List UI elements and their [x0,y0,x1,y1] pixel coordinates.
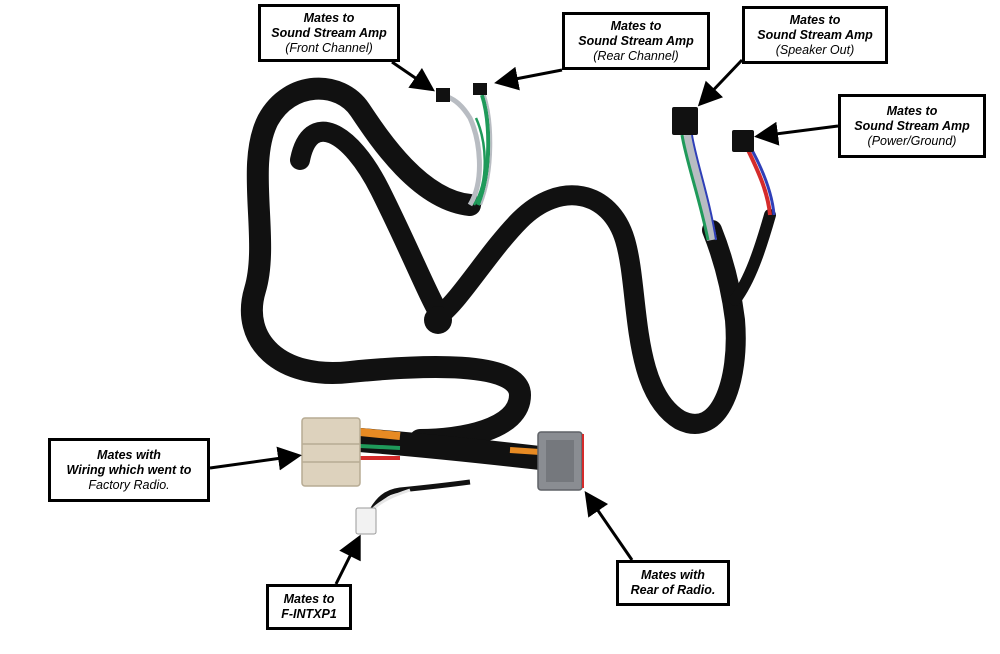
callout-front-channel: Mates to Sound Stream Amp (Front Channel… [258,4,400,62]
harness-loom-main [240,77,532,451]
callout-line: Mates with [97,447,161,462]
arrow-rear-channel [494,66,563,91]
callout-line: Wiring which went to [66,462,192,477]
callout-line: Sound Stream Amp [578,33,694,48]
rear-channel-lead [473,83,493,206]
callout-line: Sound Stream Amp [757,27,873,42]
callout-rear-of-radio: Mates with Rear of Radio. [616,560,730,606]
arrow-fintx [334,534,361,585]
callout-line: Sound Stream Amp [854,118,970,133]
arrow-power-ground [754,121,839,146]
harness-loom-radio-branch [348,428,552,470]
callout-line: Factory Radio. [88,477,170,492]
callout-line: (Rear Channel) [593,48,679,63]
speaker-out-lead [672,107,717,241]
arrow-rear-of-radio [584,491,634,561]
speaker-out-connector [672,107,698,135]
callout-speaker-out: Mates to Sound Stream Amp (Speaker Out) [742,6,888,64]
factory-radio-connector [301,417,401,487]
callout-line: Mates to [610,18,662,33]
callout-line: Mates to [283,592,335,606]
callout-rear-channel: Mates to Sound Stream Amp (Rear Channel) [562,12,710,70]
callout-line: (Front Channel) [285,40,373,55]
callout-line: Rear of Radio. [630,583,716,597]
fintx-connector [355,507,377,535]
rear-of-radio-connector [509,431,584,491]
callout-line: Mates with [641,568,705,582]
power-ground-lead [732,130,776,216]
front-channel-lead [436,88,486,207]
callout-line: Mates to [886,103,938,118]
callout-line: F-INTXP1 [281,607,337,621]
callout-fintx: Mates to F-INTXP1 [266,584,352,630]
fintx-lead [355,479,471,535]
arrow-front-channel [391,60,435,92]
callout-line: Mates to [303,10,355,25]
callout-line: Mates to [789,12,841,27]
callout-line: (Speaker Out) [775,42,855,57]
power-ground-connector [732,130,754,152]
harness-knot [424,306,452,334]
arrow-factory-radio [209,446,302,471]
callout-line: (Power/Ground) [867,133,957,148]
harness-loom-power-branch [729,209,776,306]
callout-line: Sound Stream Amp [271,25,387,40]
callout-power-ground: Mates to Sound Stream Amp (Power/Ground) [838,94,986,158]
arrow-speaker-out [697,58,744,107]
harness-loom-upper-loop [290,121,746,434]
callout-factory-radio: Mates with Wiring which went to Factory … [48,438,210,502]
